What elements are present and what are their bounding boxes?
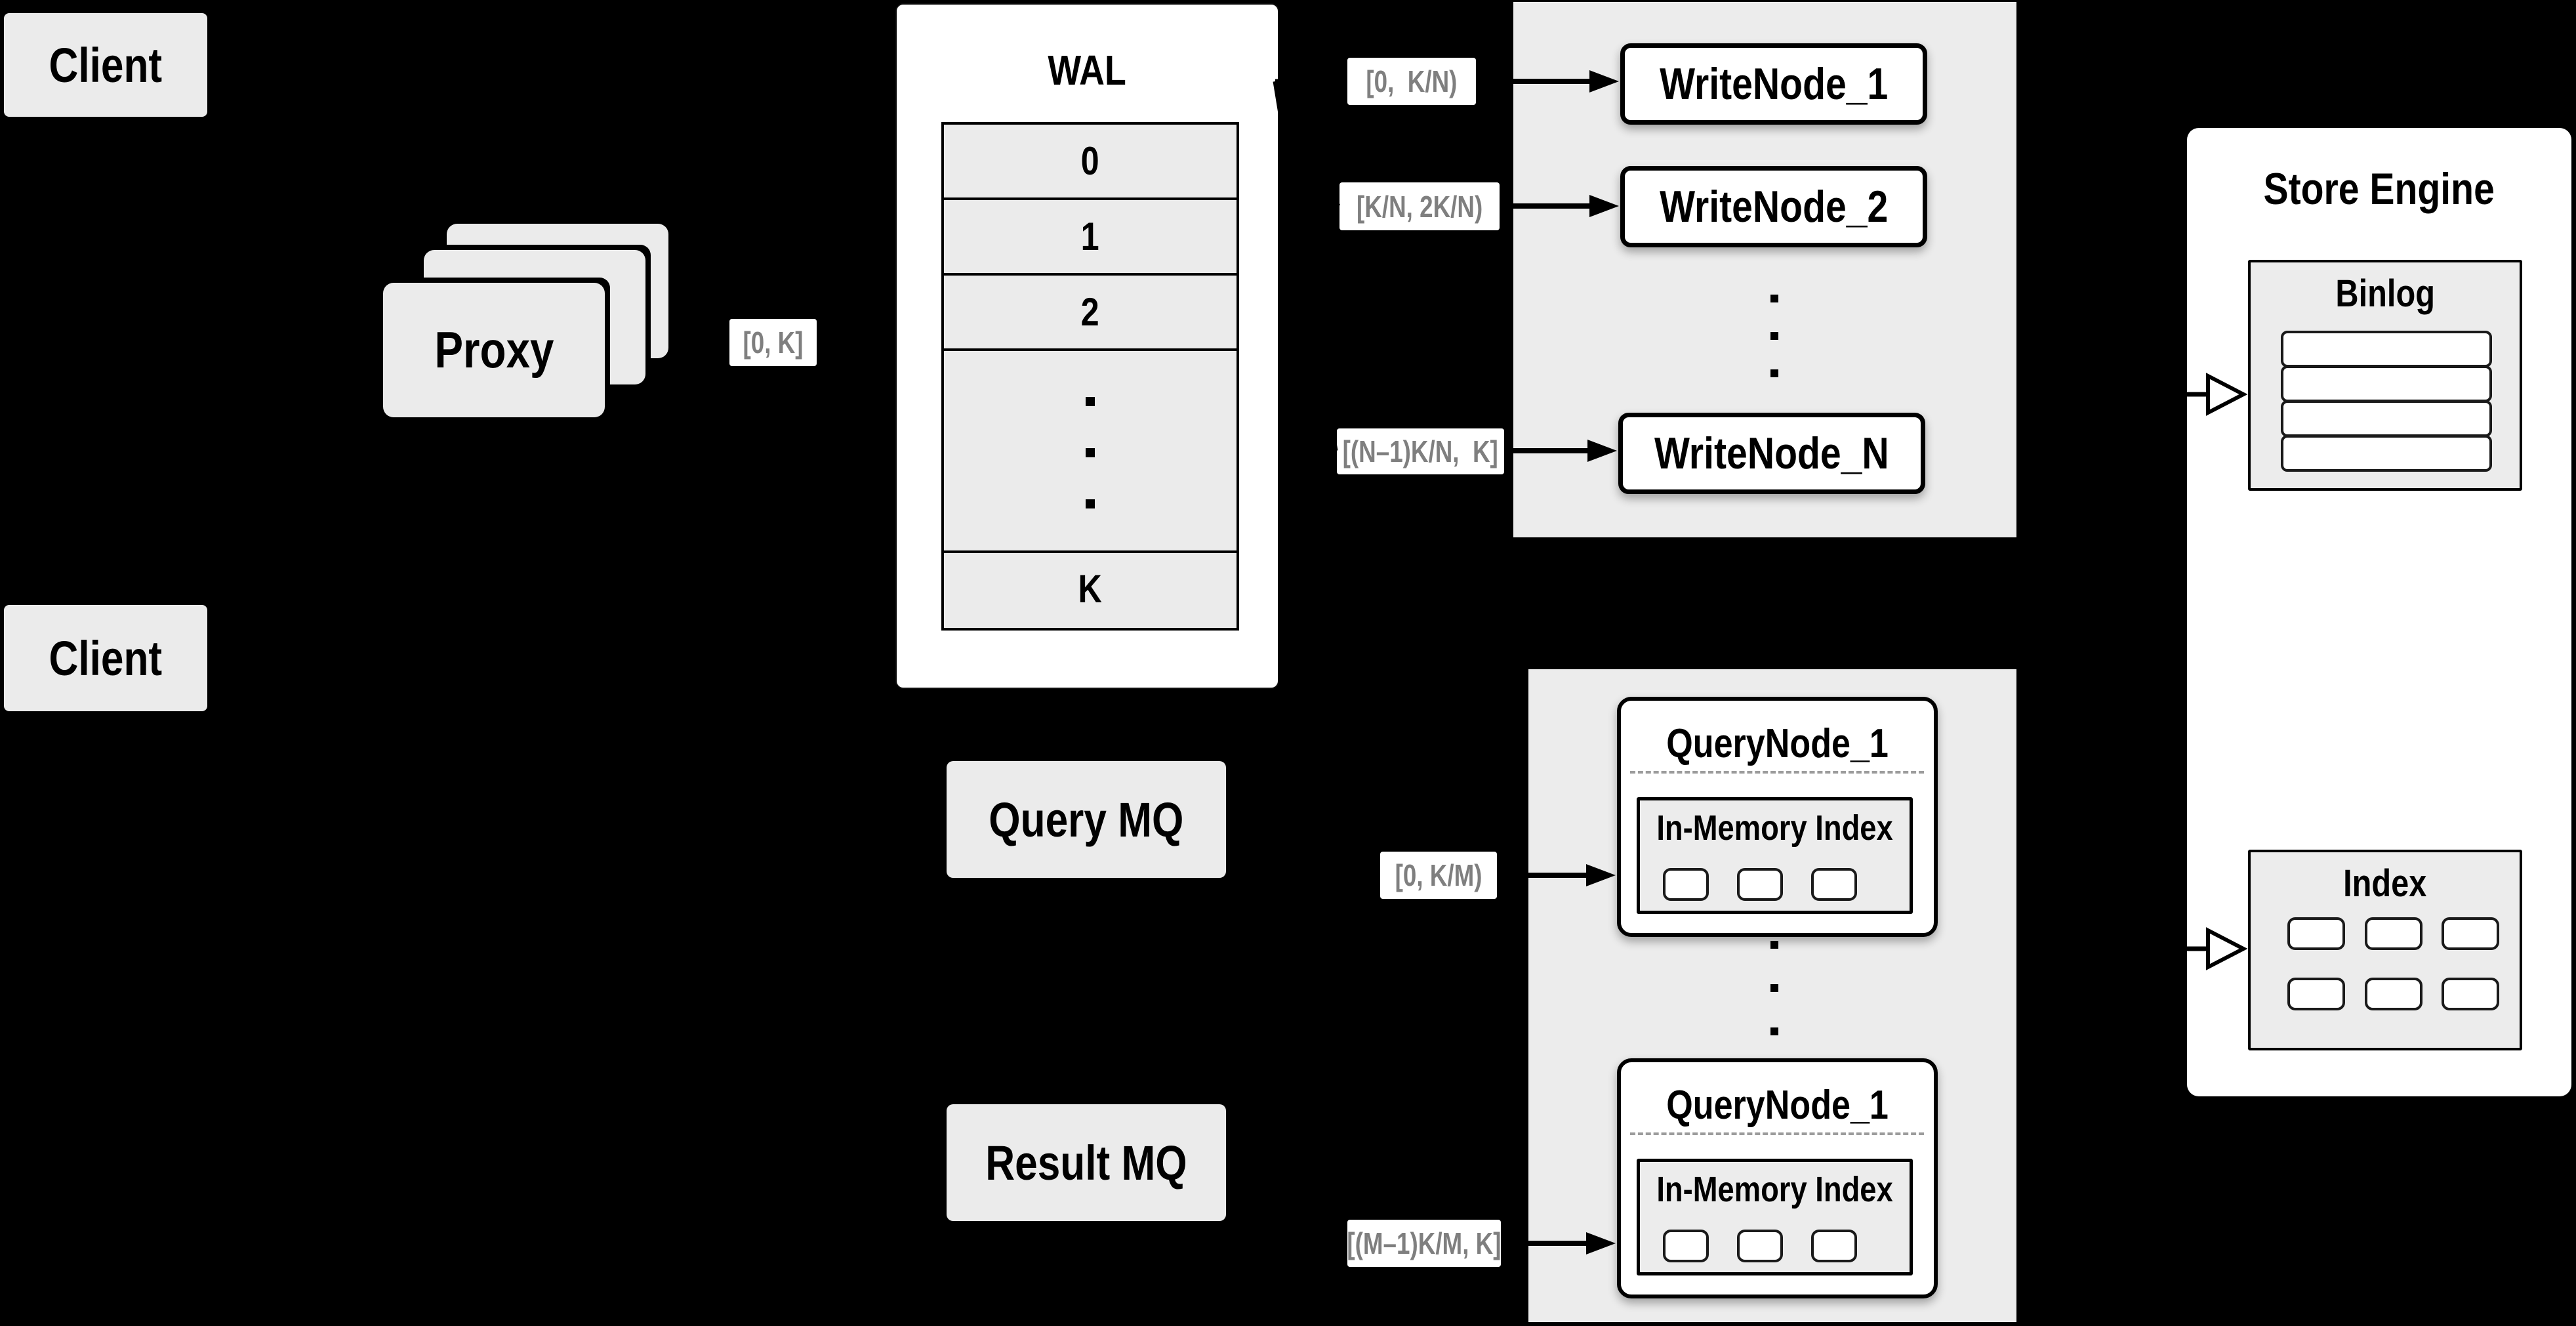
write-node-n-label: WriteNode_N	[1654, 428, 1889, 478]
binlog-segment	[2281, 331, 2492, 367]
binlog-title: Binlog	[2335, 272, 2435, 315]
client-box-bottom: Client	[4, 605, 207, 711]
query-node-top-title: QueryNode_1	[1666, 720, 1889, 766]
wal-row-ellipsis	[944, 351, 1237, 553]
query-node-bottom-title: QueryNode_1	[1666, 1082, 1889, 1128]
write-node-1: WriteNode_1	[1620, 43, 1927, 125]
write-node-1-label: WriteNode_1	[1659, 59, 1889, 109]
in-memory-index-top: In-Memory Index	[1637, 797, 1913, 914]
memory-segment	[1663, 1230, 1709, 1262]
binlog-segment	[2281, 400, 2492, 437]
wal-row-1: 1	[944, 200, 1237, 276]
wal-row-k: K	[944, 553, 1237, 625]
query-node-bottom: QueryNode_1 In-Memory Index	[1617, 1058, 1938, 1298]
index-segment	[2442, 978, 2499, 1010]
ellipsis-dots	[1770, 369, 1778, 377]
range-chip-query-1: [0, K/M)	[1380, 852, 1497, 899]
write-node-2-label: WriteNode_2	[1659, 182, 1889, 232]
in-memory-index-bottom-title: In-Memory Index	[1656, 1170, 1893, 1209]
query-mq-box: Query MQ	[947, 761, 1226, 878]
range-chip-write-2: [K/N, 2K/N)	[1339, 182, 1500, 230]
store-engine-title: Store Engine	[2263, 164, 2495, 214]
memory-segment	[1663, 868, 1709, 901]
ellipsis-dots	[1770, 984, 1778, 992]
query-node-top: QueryNode_1 In-Memory Index	[1617, 697, 1938, 937]
index-title: Index	[2343, 861, 2427, 905]
range-chip-proxy: [0, K]	[729, 319, 817, 366]
index-segment	[2287, 917, 2345, 950]
range-chip-query-m: [(M–1)K/M, K]	[1347, 1220, 1502, 1267]
ellipsis-dots	[1086, 499, 1095, 508]
binlog-segment	[2281, 435, 2492, 472]
ellipsis-dots	[1770, 295, 1778, 302]
ellipsis-dots	[1770, 332, 1778, 340]
wal-to-chips-lines	[1273, 79, 1346, 451]
dashed-divider	[1630, 1132, 1924, 1135]
in-memory-index-top-title: In-Memory Index	[1656, 808, 1893, 848]
index-segment	[2365, 978, 2423, 1010]
binlog-segment	[2281, 365, 2492, 402]
ellipsis-dots	[1086, 397, 1095, 406]
wal-table: 0 1 2 K	[941, 122, 1239, 631]
memory-segment	[1737, 1230, 1783, 1262]
result-mq-label: Result MQ	[985, 1135, 1187, 1190]
client-bottom-label: Client	[49, 631, 163, 686]
memory-segment	[1811, 1230, 1857, 1262]
range-chip-write-n: [(N–1)K/N, K]	[1337, 428, 1504, 474]
ellipsis-dots	[1770, 1027, 1778, 1035]
write-node-2: WriteNode_2	[1620, 166, 1927, 247]
query-mq-label: Query MQ	[989, 792, 1184, 847]
wal-row-0: 0	[944, 125, 1237, 200]
wal-title: WAL	[1048, 47, 1127, 94]
write-node-n: WriteNode_N	[1618, 413, 1925, 494]
memory-segment	[1737, 868, 1783, 901]
proxy-card-front: Proxy	[383, 283, 605, 417]
dashed-divider	[1630, 771, 1924, 774]
index-segment	[2365, 917, 2423, 950]
index-box: Index	[2248, 850, 2522, 1050]
client-box-top: Client	[4, 13, 207, 117]
range-chip-write-1: [0, K/N)	[1347, 58, 1476, 105]
in-memory-index-bottom: In-Memory Index	[1637, 1159, 1913, 1275]
ellipsis-dots	[1770, 941, 1778, 949]
wal-row-2: 2	[944, 276, 1237, 351]
wal-box: WAL 0 1 2 K	[895, 3, 1279, 689]
proxy-label: Proxy	[434, 321, 554, 379]
index-segment	[2442, 917, 2499, 950]
client-top-label: Client	[49, 37, 163, 93]
result-mq-box: Result MQ	[947, 1104, 1226, 1221]
index-segment	[2287, 978, 2345, 1010]
memory-segment	[1811, 868, 1857, 901]
ellipsis-dots	[1086, 448, 1095, 457]
binlog-box: Binlog	[2248, 260, 2522, 491]
store-engine-box: Store Engine Binlog Index	[2187, 128, 2571, 1096]
